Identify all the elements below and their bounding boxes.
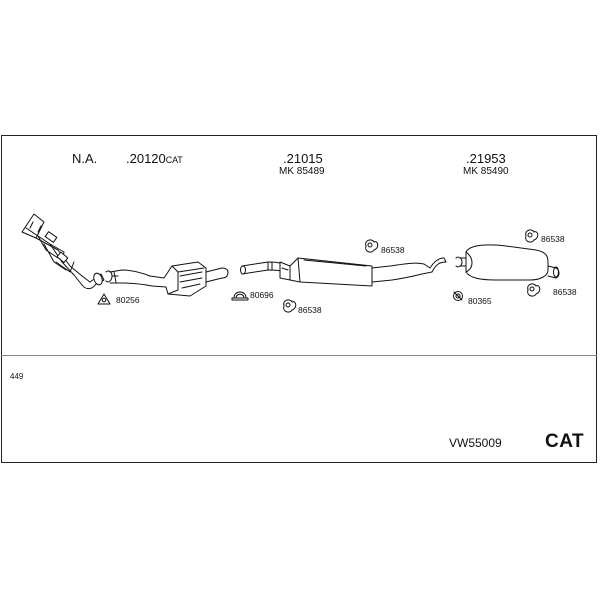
- catalytic-converter: [105, 261, 229, 297]
- rear-silencer: [455, 244, 560, 281]
- diagram-frame: [1, 135, 597, 463]
- part-label-86538-b: 86538: [381, 245, 405, 255]
- footer-part-code: VW55009: [449, 436, 502, 450]
- center-silencer: [240, 257, 447, 287]
- footer-cat-tag: CAT: [545, 431, 585, 452]
- header-21015: .21015: [283, 151, 323, 166]
- exhaust-manifold: [21, 213, 105, 290]
- part-label-86538-c: 86538: [541, 234, 565, 244]
- ring-80365-icon: [453, 291, 463, 301]
- part-label-80256: 80256: [116, 295, 140, 305]
- part-label-80365: 80365: [468, 296, 492, 306]
- part-label-86538-a: 86538: [298, 305, 322, 315]
- hanger-86538-d-icon: [527, 283, 541, 297]
- hanger-86538-c-icon: [525, 229, 539, 243]
- part-label-86538-d: 86538: [553, 287, 577, 297]
- header-21953: .21953: [466, 151, 506, 166]
- footer-left-code: 449: [10, 372, 24, 381]
- clamp-80696-icon: [231, 291, 249, 301]
- gasket-80256-icon: [97, 293, 111, 305]
- hanger-86538-a-icon: [283, 299, 297, 313]
- hanger-86538-b-icon: [365, 239, 379, 253]
- subheader-mk-85490: MK 85490: [463, 166, 509, 177]
- header-na: N.A.: [72, 151, 98, 166]
- subheader-mk-85489: MK 85489: [279, 166, 325, 177]
- part-label-80696: 80696: [250, 290, 274, 300]
- footer-divider: [1, 355, 597, 356]
- header-20120: .20120CAT: [126, 151, 183, 166]
